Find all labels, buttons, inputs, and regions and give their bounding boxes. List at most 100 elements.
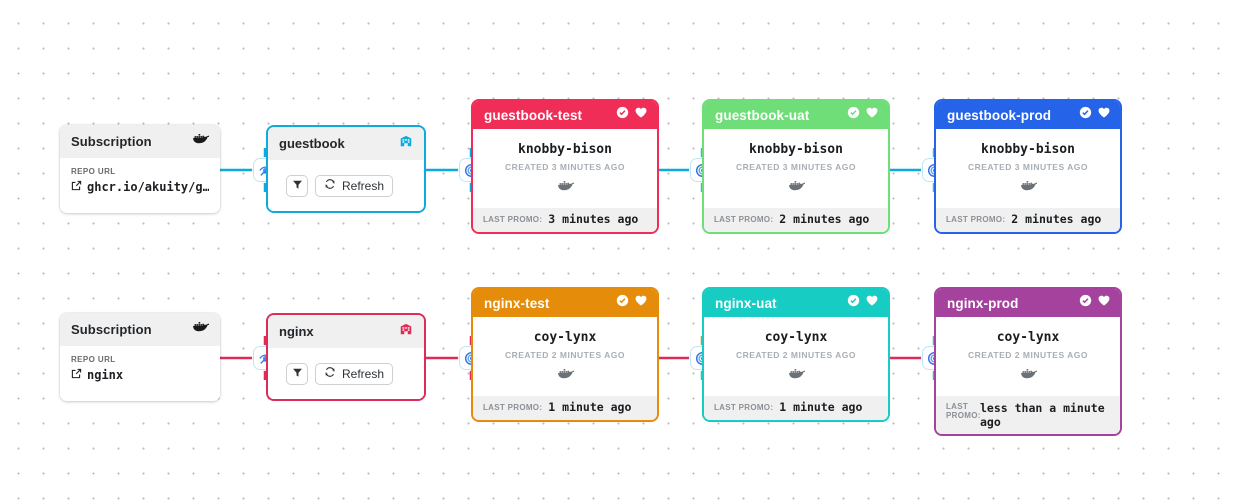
- subscription-body: REPO URL nginx: [60, 346, 220, 401]
- warehouse-icon: [399, 322, 413, 341]
- freight-name: coy-lynx: [996, 330, 1060, 345]
- stage-body: knobby-bison CREATED 3 MINUTES AGO: [936, 129, 1120, 208]
- last-promo-value: less than a minute ago: [980, 401, 1105, 429]
- repo-url-link[interactable]: ghcr.io/akuity/g…: [71, 180, 209, 194]
- check-circle-icon[interactable]: [847, 294, 860, 312]
- warehouse-body: Refresh: [268, 160, 424, 211]
- filter-button-nginx[interactable]: [286, 362, 308, 385]
- last-promo-label: LAST PROMO:: [946, 215, 1006, 225]
- subscription-title: Subscription: [71, 134, 152, 149]
- freight-created: CREATED 2 MINUTES AGO: [504, 350, 626, 360]
- docker-icon: [192, 320, 210, 339]
- refresh-button-nginx[interactable]: Refresh: [315, 362, 394, 385]
- last-promo-label: LAST PROMO:: [483, 215, 543, 225]
- docker-icon: [788, 179, 806, 198]
- repo-url-text: nginx: [87, 368, 124, 382]
- docker-icon: [557, 179, 575, 198]
- freight-name: coy-lynx: [533, 330, 597, 345]
- check-circle-icon[interactable]: [616, 106, 629, 124]
- freight-name: knobby-bison: [518, 142, 612, 157]
- freight-created: CREATED 2 MINUTES AGO: [967, 350, 1089, 360]
- filter-button-guestbook[interactable]: [286, 174, 308, 197]
- stage-header: guestbook-test: [473, 101, 657, 129]
- subscription-node-guestbook[interactable]: Subscription REPO URL ghcr.io/akuity/g…: [60, 125, 220, 213]
- repo-url-label: REPO URL: [71, 167, 116, 176]
- freight-created: CREATED 2 MINUTES AGO: [735, 350, 857, 360]
- stage-name: guestbook-prod: [947, 107, 1052, 123]
- check-circle-icon[interactable]: [1079, 106, 1092, 124]
- last-promo-value: 1 minute ago: [548, 400, 632, 415]
- docker-icon: [1020, 367, 1038, 386]
- stage-node-nginx-test[interactable]: nginx-test coy-lynx CREATED 2 MINUTES AG…: [471, 287, 659, 422]
- stage-body: coy-lynx CREATED 2 MINUTES AGO: [704, 317, 888, 396]
- stage-header: nginx-test: [473, 289, 657, 317]
- last-promo-value: 2 minutes ago: [1011, 212, 1102, 227]
- freight-name: knobby-bison: [981, 142, 1075, 157]
- stage-footer: LAST PROMO: 1 minute ago: [473, 396, 657, 420]
- stage-node-nginx-prod[interactable]: nginx-prod coy-lynx CREATED 2 MINUTES AG…: [934, 287, 1122, 436]
- warehouse-title: nginx: [279, 324, 314, 339]
- stage-name: guestbook-test: [484, 107, 583, 123]
- stage-header: nginx-prod: [936, 289, 1120, 317]
- repo-url-text: ghcr.io/akuity/g…: [87, 180, 209, 194]
- refresh-icon: [324, 366, 336, 381]
- stage-node-guestbook-uat[interactable]: guestbook-uat knobby-bison CREATED 3 MIN…: [702, 99, 890, 234]
- subscription-body: REPO URL ghcr.io/akuity/g…: [60, 158, 220, 213]
- stage-header: nginx-uat: [704, 289, 888, 317]
- stage-body: knobby-bison CREATED 3 MINUTES AGO: [473, 129, 657, 208]
- last-promo-value: 3 minutes ago: [548, 212, 639, 227]
- filter-icon: [292, 365, 303, 383]
- stage-name: nginx-test: [484, 295, 550, 311]
- subscription-title: Subscription: [71, 322, 152, 337]
- stage-footer: LAST PROMO: 2 minutes ago: [936, 208, 1120, 232]
- repo-url-label: REPO URL: [71, 355, 116, 364]
- repo-url-link[interactable]: nginx: [71, 368, 209, 382]
- filter-icon: [292, 177, 303, 195]
- heart-icon[interactable]: [865, 294, 879, 312]
- subscription-node-nginx[interactable]: Subscription REPO URL nginx: [60, 313, 220, 401]
- heart-icon[interactable]: [634, 106, 648, 124]
- refresh-label: Refresh: [342, 178, 385, 193]
- warehouse-icon: [399, 134, 413, 153]
- stage-footer: LAST PROMO: 1 minute ago: [704, 396, 888, 420]
- stage-body: knobby-bison CREATED 3 MINUTES AGO: [704, 129, 888, 208]
- heart-icon[interactable]: [1097, 106, 1111, 124]
- stage-node-guestbook-test[interactable]: guestbook-test knobby-bison CREATED 3 MI…: [471, 99, 659, 234]
- freight-name: knobby-bison: [749, 142, 843, 157]
- heart-icon[interactable]: [1097, 294, 1111, 312]
- refresh-button-guestbook[interactable]: Refresh: [315, 174, 394, 197]
- last-promo-label-line1: LAST: [946, 402, 969, 411]
- heart-icon[interactable]: [865, 106, 879, 124]
- last-promo-label: LAST PROMO:: [714, 403, 774, 413]
- docker-icon: [557, 367, 575, 386]
- docker-icon: [192, 132, 210, 151]
- last-promo-label: LAST PROMO:: [714, 215, 774, 225]
- stage-footer: LAST PROMO: less than a minute ago: [936, 396, 1120, 434]
- freight-created: CREATED 3 MINUTES AGO: [504, 162, 626, 172]
- freight-created: CREATED 3 MINUTES AGO: [967, 162, 1089, 172]
- refresh-label: Refresh: [342, 366, 385, 381]
- warehouse-node-guestbook[interactable]: guestbook Refresh: [266, 125, 426, 213]
- subscription-header: Subscription: [60, 313, 220, 346]
- subscription-header: Subscription: [60, 125, 220, 158]
- last-promo-label: LAST PROMO:: [483, 403, 543, 413]
- check-circle-icon[interactable]: [616, 294, 629, 312]
- stage-node-nginx-uat[interactable]: nginx-uat coy-lynx CREATED 2 MINUTES AGO…: [702, 287, 890, 422]
- freight-name: coy-lynx: [764, 330, 828, 345]
- stage-header: guestbook-prod: [936, 101, 1120, 129]
- check-circle-icon[interactable]: [847, 106, 860, 124]
- docker-icon: [788, 367, 806, 386]
- warehouse-header: guestbook: [268, 127, 424, 160]
- heart-icon[interactable]: [634, 294, 648, 312]
- warehouse-node-nginx[interactable]: nginx Refresh: [266, 313, 426, 401]
- warehouse-title: guestbook: [279, 136, 345, 151]
- external-link-icon: [71, 368, 82, 382]
- check-circle-icon[interactable]: [1079, 294, 1092, 312]
- stage-body: coy-lynx CREATED 2 MINUTES AGO: [936, 317, 1120, 396]
- docker-icon: [1020, 179, 1038, 198]
- stage-header: guestbook-uat: [704, 101, 888, 129]
- stage-node-guestbook-prod[interactable]: guestbook-prod knobby-bison CREATED 3 MI…: [934, 99, 1122, 234]
- warehouse-body: Refresh: [268, 348, 424, 399]
- last-promo-value: 1 minute ago: [779, 400, 863, 415]
- stage-body: coy-lynx CREATED 2 MINUTES AGO: [473, 317, 657, 396]
